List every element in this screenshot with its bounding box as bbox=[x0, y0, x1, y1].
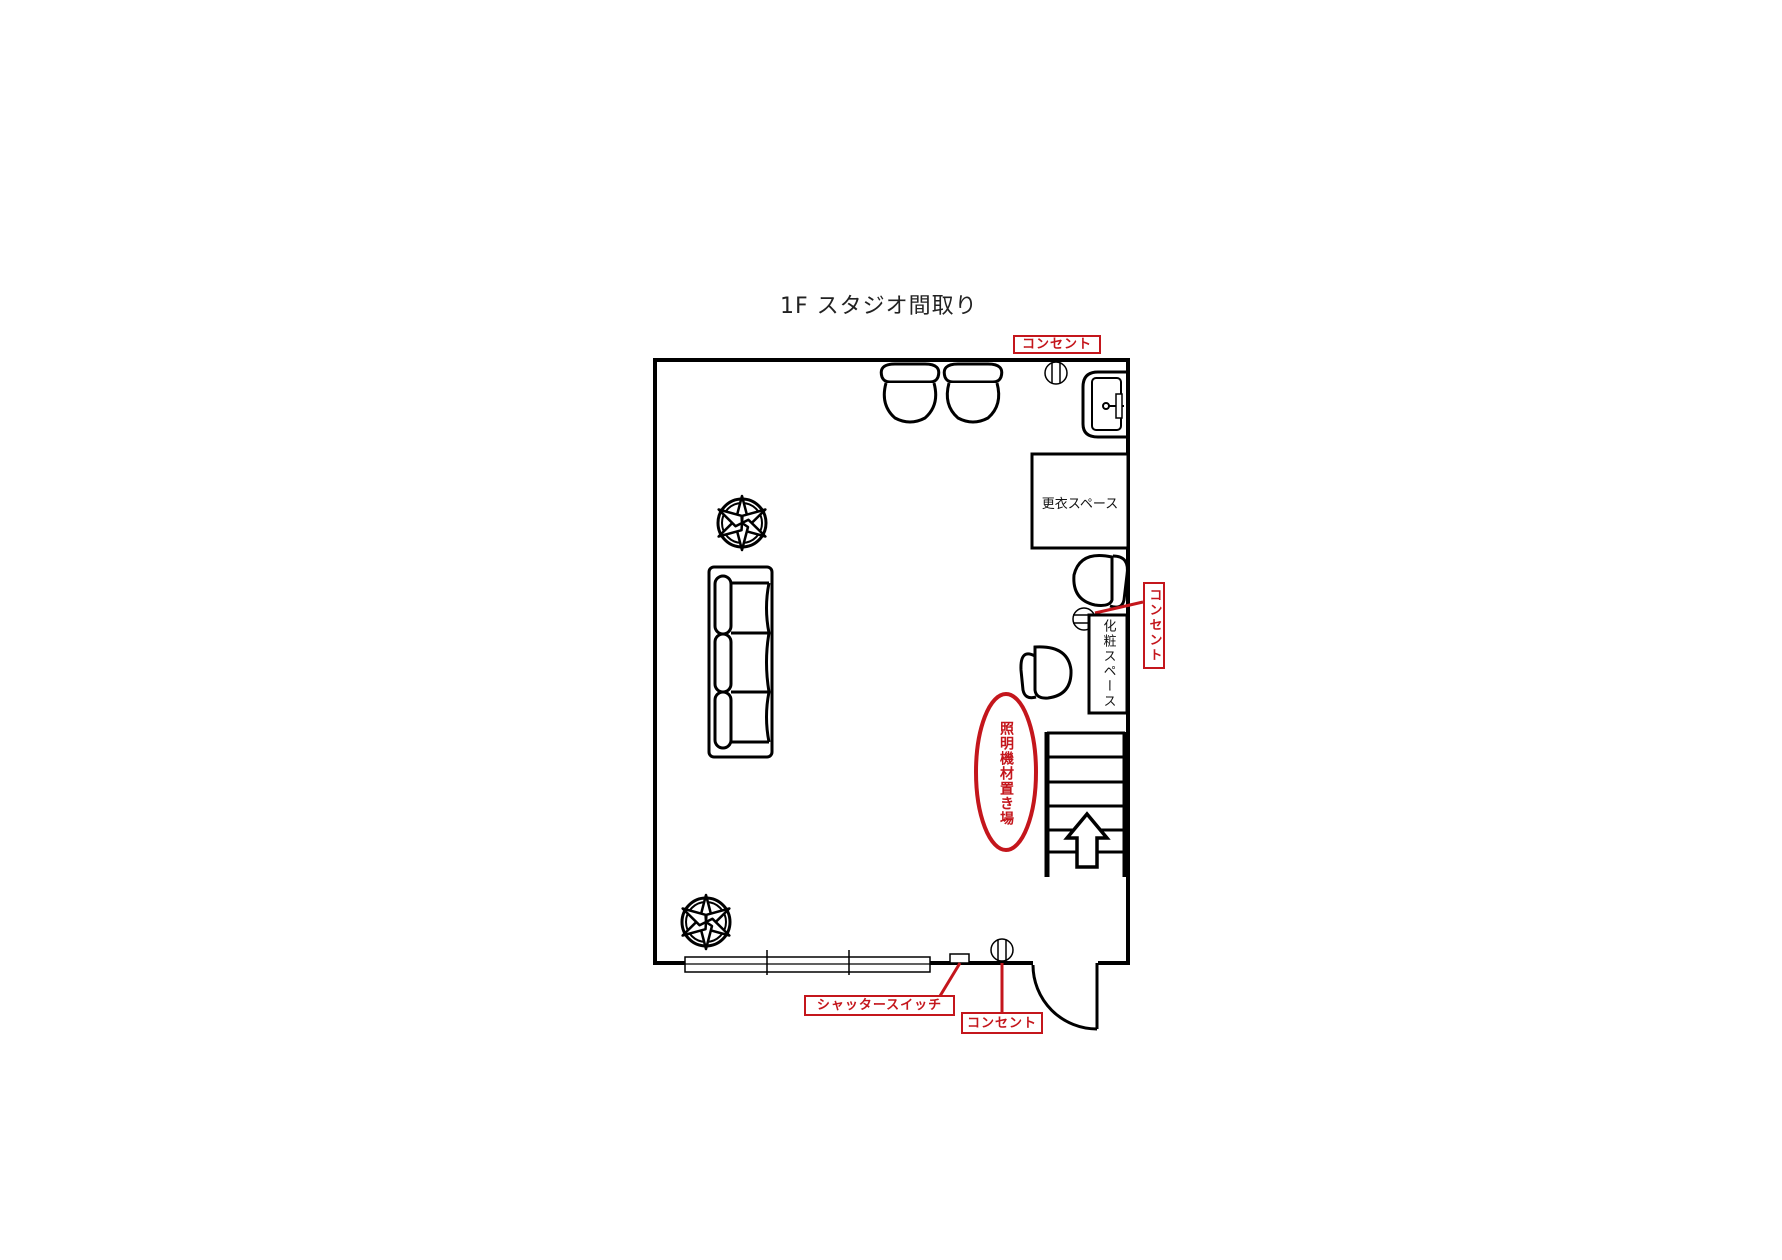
chair-icon bbox=[1019, 645, 1073, 700]
outlet-leader-line bbox=[1094, 600, 1144, 615]
outlet-bottom-label: コンセント bbox=[961, 1012, 1043, 1034]
chair-icon bbox=[942, 362, 1004, 424]
shutter-switch-label: シャッタースイッチ bbox=[804, 995, 955, 1016]
changing-space-box bbox=[1030, 452, 1130, 550]
light-stand-icon bbox=[680, 893, 732, 951]
lighting-storage-ellipse bbox=[974, 692, 1038, 852]
shutter-icon bbox=[684, 950, 931, 975]
makeup-space-box bbox=[1087, 613, 1129, 715]
chair-icon bbox=[1072, 554, 1129, 609]
room-walls bbox=[653, 358, 1130, 965]
lighting-storage-label: 照明機材置き場 bbox=[998, 720, 1014, 826]
outlet-icon bbox=[1044, 361, 1068, 385]
page-title: 1F スタジオ間取り bbox=[780, 294, 978, 319]
shutter-switch-leader-line bbox=[938, 962, 962, 997]
sink-icon bbox=[1081, 370, 1126, 439]
outlet-icon bbox=[990, 938, 1014, 962]
makeup-space-label: 化粧スペース bbox=[1100, 619, 1116, 709]
light-stand-icon bbox=[716, 494, 768, 552]
changing-space-label: 更衣スペース bbox=[1041, 496, 1119, 512]
outlet-top-label: コンセント bbox=[1013, 335, 1101, 354]
chair-icon bbox=[879, 362, 941, 424]
up-arrow-icon bbox=[1063, 811, 1111, 869]
outlet-right-label: コンセント bbox=[1143, 582, 1165, 669]
door-icon bbox=[1031, 963, 1099, 1031]
shutter-switch-icon bbox=[949, 953, 970, 964]
sofa-icon bbox=[707, 565, 774, 759]
